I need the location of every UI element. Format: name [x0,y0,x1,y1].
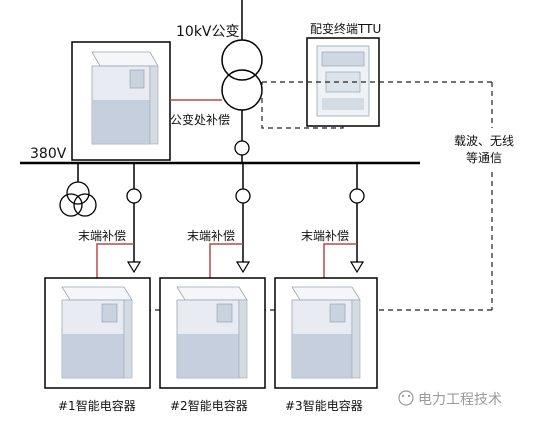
branch3-ct-icon [349,188,365,204]
transformer-secondary-coil [221,69,263,111]
substation-capacitor [71,41,171,161]
transformer-primary-coil [221,39,263,81]
branch1-arrow-icon [126,261,142,274]
branch2-ct-icon [235,188,251,204]
capacitor-1-label: #1智能电容器 [58,398,136,413]
comm-label-bg [448,128,520,170]
branch3-red-link [323,243,357,278]
transformer-ct-icon [234,140,250,156]
capacitor-3 [274,277,378,389]
branch2-red-link [209,243,243,278]
watermark: 电力工程技术 [398,390,502,408]
branch3-arrow-icon [349,261,365,274]
capacitor-2 [159,277,266,389]
aux-transformer-coil-c [73,193,97,217]
branch2-arrow-icon [235,261,251,274]
branch2-end-comp-label: 末端补偿 [187,228,235,243]
aux-transformer-coil-a [66,181,90,205]
branch1-red-link [96,243,134,278]
branch1-end-comp-label: 末端补偿 [78,228,126,243]
comm-label-line2: 等通信 [466,151,502,165]
branch3-end-comp-label: 末端补偿 [301,228,349,243]
capacitor-1 [44,277,151,389]
branch1-ct-icon [126,188,142,204]
wechat-icon [398,390,414,406]
aux-transformer-coil-b [59,193,83,217]
transformer-label: 10kV公变 [176,24,240,40]
substation-comp-label: 公变处补偿 [170,112,230,127]
ttu-to-transformer-dashed-link [261,82,344,129]
ttu-label: 配变终端TTU [310,21,381,36]
capacitor-2-label: #2智能电容器 [170,398,248,413]
capacitor-3-label: #3智能电容器 [285,398,363,413]
bus-label: 380V [30,146,67,162]
comm-label-line1: 载波、无线 [454,134,514,148]
watermark-text: 电力工程技术 [418,392,502,408]
